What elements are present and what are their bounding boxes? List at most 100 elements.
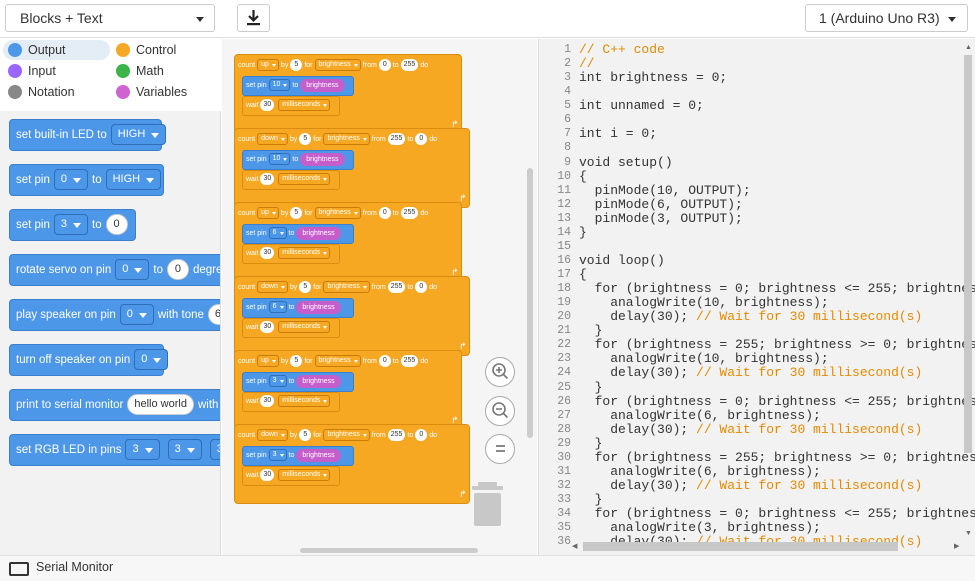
to-input[interactable]: 0 [415,133,428,146]
to-input[interactable]: 255 [400,355,419,368]
message-input[interactable]: hello world [127,394,194,416]
download-button[interactable] [237,4,270,32]
time-unit-dropdown[interactable]: milliseconds [278,321,331,334]
workspace-horizontal-scrollbar[interactable] [300,548,478,553]
brightness-variable[interactable]: brightness [300,152,345,166]
code-text[interactable]: // C++ code//int brightness = 0; int unn… [579,42,975,549]
pin-dropdown[interactable]: 0 [134,349,169,371]
code-line[interactable]: for (brightness = 0; brightness <= 255; … [579,506,975,522]
code-line[interactable]: // C++ code [579,42,975,57]
block-set-rgb-led[interactable]: set RGB LED in pins333 [9,434,220,466]
scroll-right-arrow-icon[interactable]: ▶ [954,543,960,550]
from-input[interactable]: 255 [387,429,406,442]
step-input[interactable]: 5 [290,59,303,72]
scroll-up-arrow-icon[interactable]: ▲ [965,44,972,51]
board-select[interactable]: 1 (Arduino Uno R3) [805,4,968,32]
time-unit-dropdown[interactable]: milliseconds [278,469,331,482]
zoom-out-button[interactable] [485,396,515,426]
code-line[interactable]: int unnamed = 0; [579,98,704,114]
code-line[interactable]: } [579,435,603,451]
from-input[interactable]: 0 [378,59,391,72]
code-line[interactable]: } [579,224,587,240]
code-line[interactable]: { [579,267,587,282]
variable-dropdown[interactable]: brightness [314,207,361,220]
duration-input[interactable]: 30 [260,395,275,408]
code-line[interactable]: analogWrite(6, brightness); [579,463,821,479]
brightness-variable[interactable]: brightness [296,448,341,462]
zoom-reset-button[interactable] [485,434,515,464]
code-mode-select[interactable]: Blocks + Text [5,4,215,32]
code-line[interactable]: analogWrite(10, brightness); [579,351,829,367]
code-line[interactable]: delay(30); // Wait for 30 millisecond(s) [579,309,923,325]
to-input[interactable]: 255 [400,207,419,220]
code-line[interactable]: void setup() [579,154,673,170]
variable-dropdown[interactable]: brightness [314,59,361,72]
code-line[interactable] [579,85,975,99]
from-input[interactable]: 0 [378,355,391,368]
code-line[interactable]: } [579,379,603,395]
code-line[interactable]: analogWrite(3, brightness); [579,520,821,536]
code-line[interactable]: int brightness = 0; [579,70,728,86]
variable-dropdown[interactable]: brightness [323,133,370,146]
code-line[interactable]: pinMode(3, OUTPUT); [579,210,743,226]
green-pin-dropdown[interactable]: 3 [167,439,202,461]
pin-dropdown[interactable]: 3 [268,449,287,462]
to-input[interactable]: 0 [415,429,428,442]
step-input[interactable]: 5 [299,429,312,442]
category-variables[interactable]: Variables [111,82,211,102]
direction-dropdown[interactable]: up [257,207,279,220]
duration-input[interactable]: 30 [260,247,275,260]
pin-dropdown[interactable]: 0 [119,304,154,326]
step-input[interactable]: 5 [299,281,312,294]
code-line[interactable]: pinMode(10, OUTPUT); [579,182,751,198]
trash-can[interactable] [470,482,505,527]
category-output[interactable]: Output [3,40,110,60]
variable-dropdown[interactable]: brightness [314,355,361,368]
time-unit-dropdown[interactable]: milliseconds [278,173,331,186]
duration-input[interactable]: 30 [260,469,275,482]
time-unit-dropdown[interactable]: milliseconds [278,247,331,260]
pin-dropdown[interactable]: 3 [53,214,89,236]
code-line[interactable]: pinMode(6, OUTPUT); [579,196,743,212]
code-line[interactable]: analogWrite(10, brightness); [579,295,829,311]
from-input[interactable]: 255 [387,281,406,294]
category-input[interactable]: Input [3,61,103,81]
blue-pin-dropdown[interactable]: 3 [209,439,220,461]
pin-state-dropdown[interactable]: HIGH [105,169,162,191]
pin-dropdown[interactable]: 3 [268,375,287,388]
workspace-vertical-scrollbar[interactable] [527,168,533,438]
code-line[interactable]: for (brightness = 255; brightness >= 0; … [579,449,975,465]
code-line[interactable]: for (brightness = 0; brightness <= 255; … [579,281,975,297]
scroll-left-arrow-icon[interactable]: ◀ [572,543,578,550]
category-notation[interactable]: Notation [3,82,103,102]
code-line[interactable]: int i = 0; [579,126,658,142]
variable-dropdown[interactable]: brightness [323,281,370,294]
code-line[interactable]: } [579,492,603,507]
code-line[interactable]: } [579,323,603,339]
step-input[interactable]: 5 [290,207,303,220]
code-line[interactable]: for (brightness = 0; brightness <= 255; … [579,393,975,409]
code-line[interactable]: analogWrite(6, brightness); [579,407,821,423]
step-input[interactable]: 5 [290,355,303,368]
category-math[interactable]: Math [111,61,211,81]
pin-dropdown[interactable]: 10 [268,153,291,166]
duration-input[interactable]: 30 [260,321,275,334]
duration-input[interactable]: 30 [260,99,275,112]
angle-input[interactable]: 0 [166,259,189,281]
code-vertical-scrollbar[interactable] [964,55,972,453]
